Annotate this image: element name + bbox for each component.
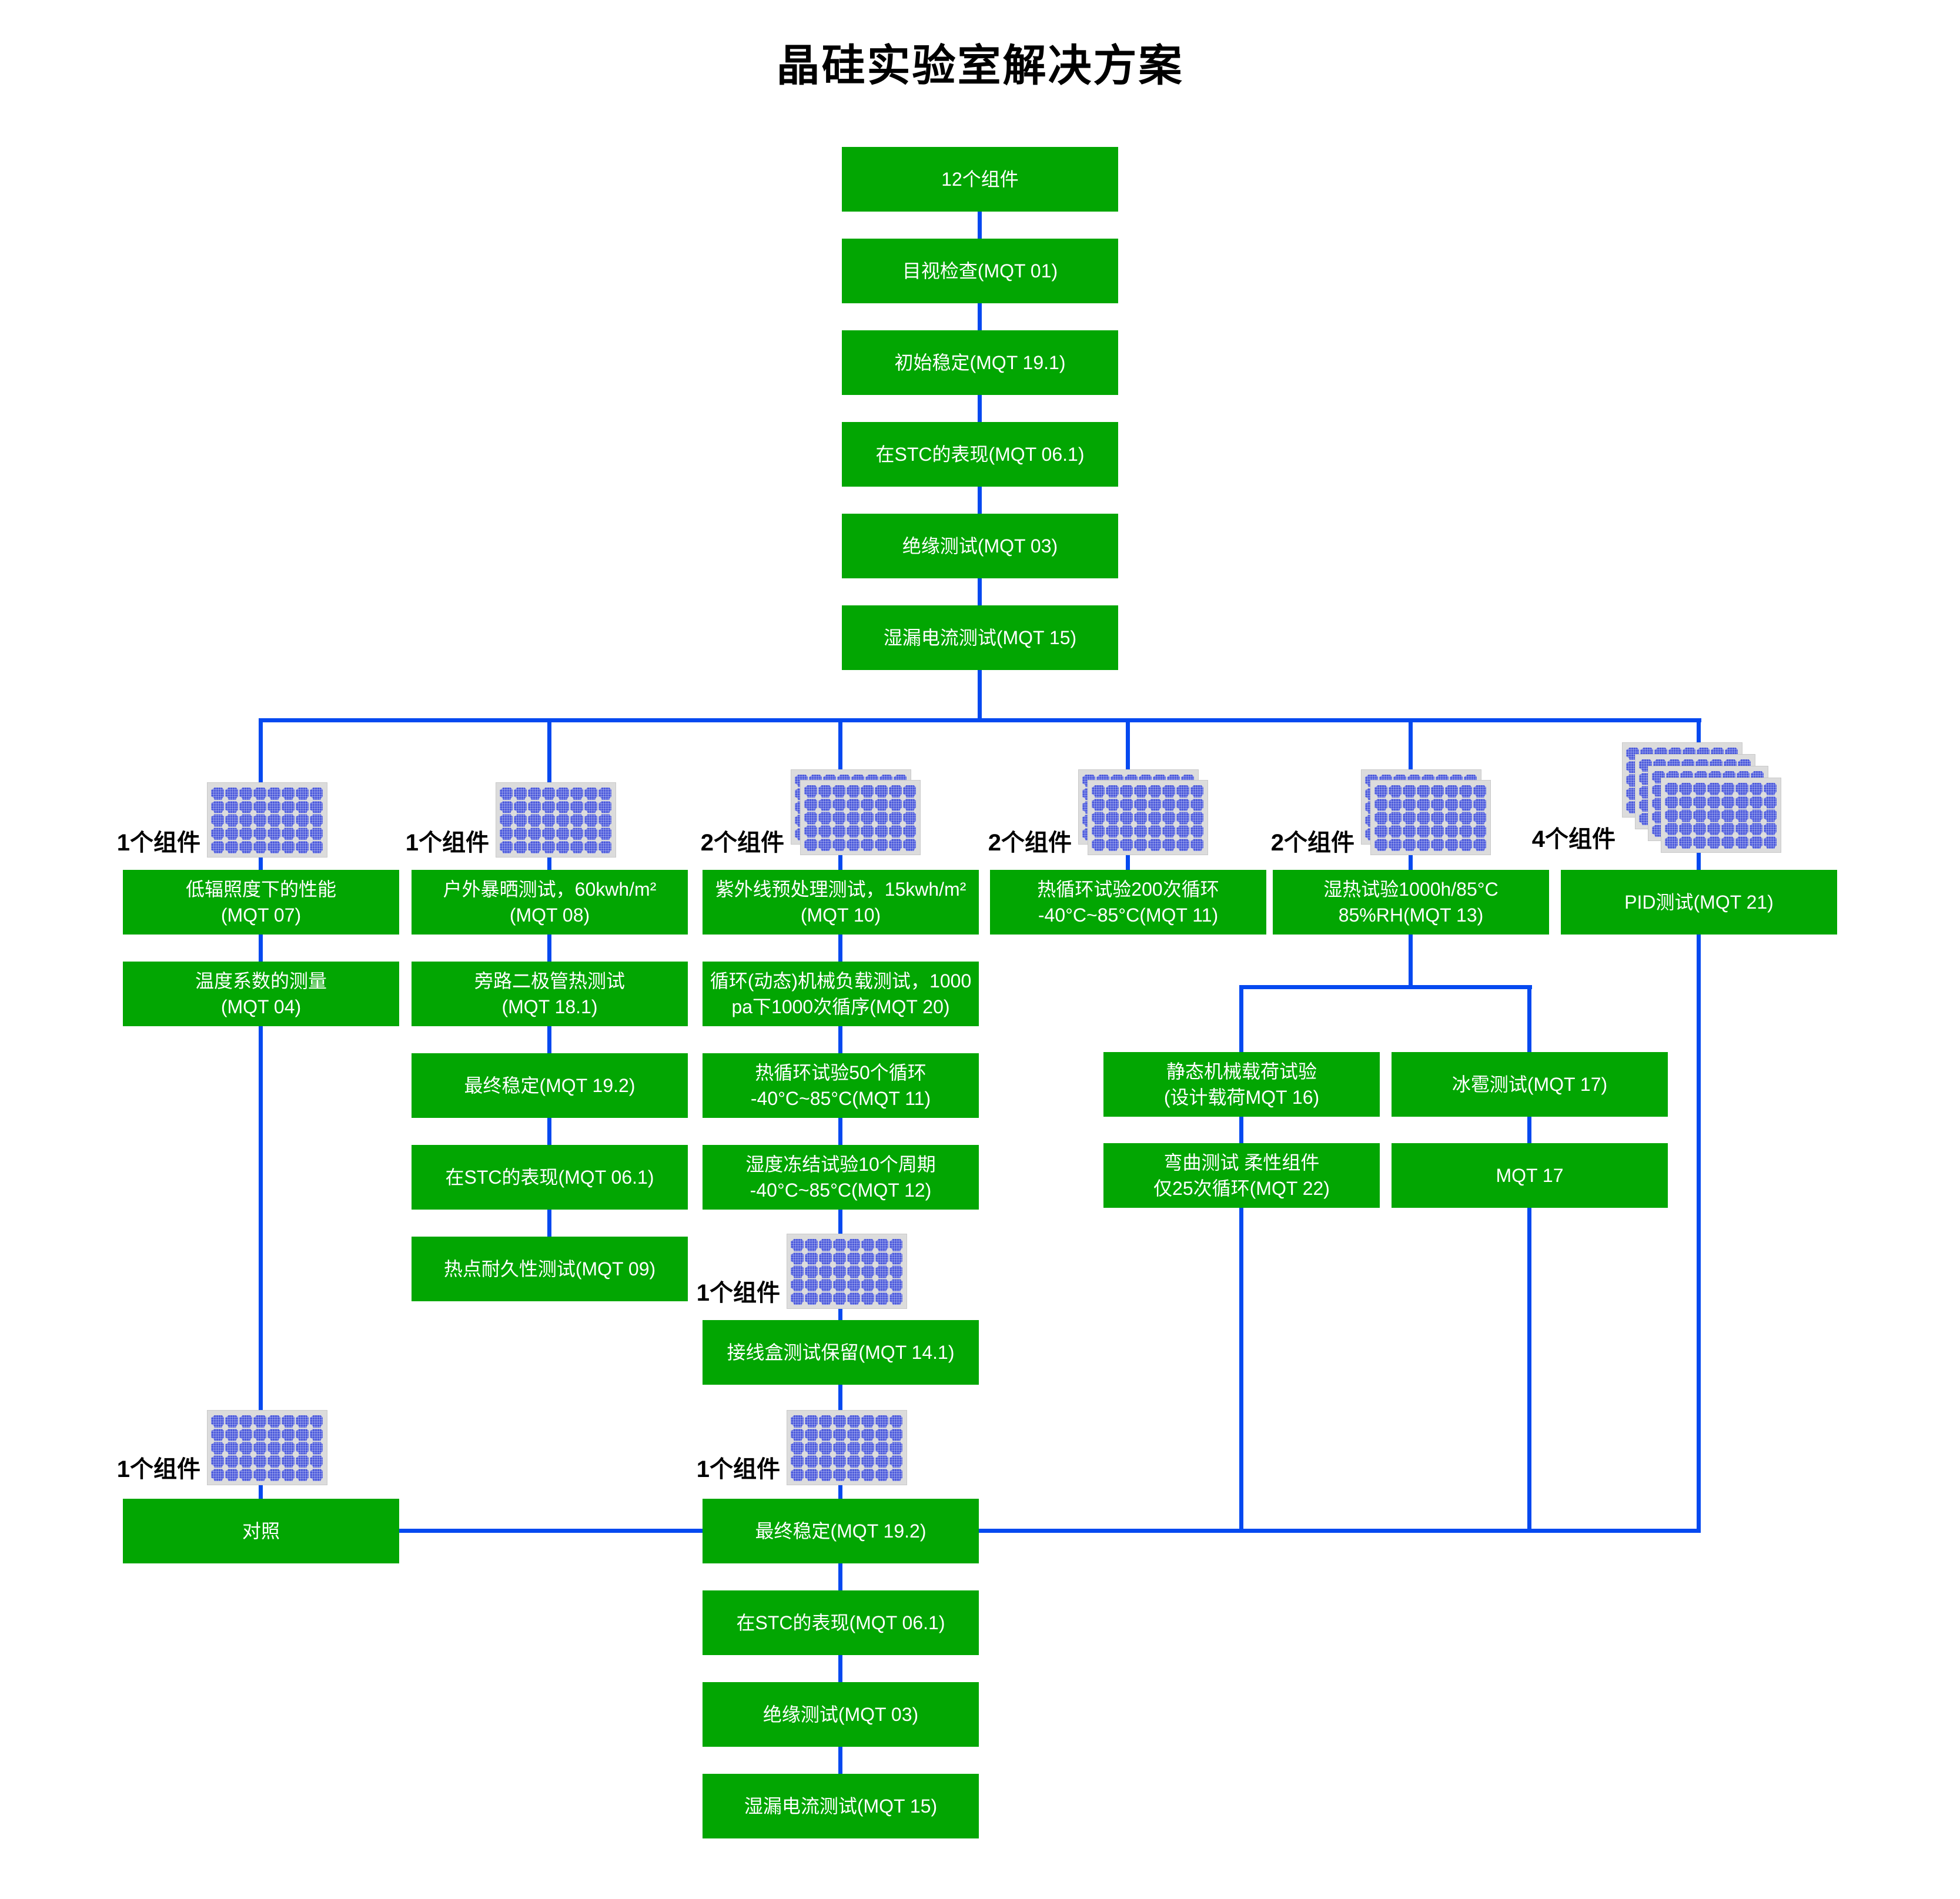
node-humidity-freeze-test: 湿度冻结试验10个周期 -40°C~85°C(MQT 12) [703, 1145, 979, 1210]
node-label: 紫外线预处理测试，15kwh/m² (MQT 10) [715, 879, 966, 926]
solar-panel-icon [801, 781, 920, 855]
node-stc-performance-col3: 在STC的表现(MQT 06.1) [703, 1590, 979, 1655]
node-label: 热循环试验50个循环 -40°C~85°C(MQT 11) [750, 1062, 931, 1109]
node-insulation-test-top: 绝缘测试(MQT 03) [842, 514, 1118, 578]
solar-panel-icon [787, 1234, 907, 1308]
node-label: 温度系数的测量 (MQT 04) [195, 970, 327, 1017]
node-label: 接线盒测试保留(MQT 14.1) [727, 1342, 955, 1363]
node-initial-stabilization: 初始稳定(MQT 19.1) [842, 330, 1118, 395]
node-label: 湿度冻结试验10个周期 -40°C~85°C(MQT 12) [745, 1154, 936, 1201]
module-count-label: 1个组件 [696, 1280, 780, 1306]
node-hot-spot-endurance-test: 热点耐久性测试(MQT 09) [412, 1237, 688, 1301]
node-wet-leakage-test-col3: 湿漏电流测试(MQT 15) [703, 1774, 979, 1838]
node-wet-leakage-test-top: 湿漏电流测试(MQT 15) [842, 605, 1118, 670]
solar-panel-icon [787, 1411, 907, 1485]
module-count-label: 2个组件 [1270, 830, 1354, 856]
module-count-label: 2个组件 [700, 830, 784, 856]
node-label: 旁路二极管热测试 (MQT 18.1) [474, 970, 625, 1017]
node-stc-performance-top: 在STC的表现(MQT 06.1) [842, 422, 1118, 487]
node-label: 热循环试验200次循环 -40°C~85°C(MQT 11) [1037, 879, 1219, 926]
solar-panel-icon [208, 1411, 327, 1485]
connector-subbranch-horizontal [1239, 985, 1532, 989]
module-count-label: 1个组件 [116, 1456, 200, 1482]
node-label: 目视检查(MQT 01) [902, 260, 1058, 282]
node-thermal-cycling-200: 热循环试验200次循环 -40°C~85°C(MQT 11) [990, 870, 1266, 935]
connector-final-to-right-horizontal [941, 1529, 1701, 1533]
node-label: 户外暴晒测试，60kwh/m² (MQT 08) [443, 879, 657, 926]
solar-panel-icon [208, 783, 327, 857]
connector-subbranch-left-vertical [1239, 985, 1243, 1533]
node-label: 低辐照度下的性能 (MQT 07) [185, 879, 336, 926]
node-final-stabilization-col2: 最终稳定(MQT 19.2) [412, 1053, 688, 1118]
module-count-label: 1个组件 [405, 830, 489, 856]
node-label: 初始稳定(MQT 19.1) [894, 352, 1066, 373]
solar-panel-icon [1371, 781, 1490, 855]
node-visual-inspection: 目视检查(MQT 01) [842, 239, 1118, 303]
node-thermal-cycling-50: 热循环试验50个循环 -40°C~85°C(MQT 11) [703, 1053, 979, 1118]
node-mqt17: MQT 17 [1392, 1143, 1668, 1208]
node-label: 湿热试验1000h/85°C 85%RH(MQT 13) [1323, 879, 1499, 926]
node-label: 冰雹测试(MQT 17) [1451, 1074, 1608, 1095]
node-junction-box-retention-test: 接线盒测试保留(MQT 14.1) [703, 1320, 979, 1385]
node-label: 湿漏电流测试(MQT 15) [744, 1796, 938, 1817]
node-low-irradiance-performance: 低辐照度下的性能 (MQT 07) [123, 870, 399, 935]
solar-panel-icon [1088, 781, 1208, 855]
node-bend-test-flexible: 弯曲测试 柔性组件 仅25次循环(MQT 22) [1103, 1143, 1380, 1208]
connector-control-to-final-horizontal [364, 1529, 741, 1533]
node-label: 在STC的表现(MQT 06.1) [445, 1167, 654, 1188]
node-outdoor-exposure-test: 户外暴晒测试，60kwh/m² (MQT 08) [412, 870, 688, 935]
node-hail-test: 冰雹测试(MQT 17) [1392, 1052, 1668, 1117]
node-bypass-diode-thermal-test: 旁路二极管热测试 (MQT 18.1) [412, 962, 688, 1026]
connector-subbranch-right-vertical [1527, 985, 1531, 1533]
node-label: 绝缘测试(MQT 03) [762, 1704, 919, 1725]
node-label: 最终稳定(MQT 19.2) [755, 1520, 927, 1542]
node-insulation-test-col3: 绝缘测试(MQT 03) [703, 1682, 979, 1747]
node-12-modules: 12个组件 [842, 147, 1118, 212]
node-label: 热点耐久性测试(MQT 09) [443, 1258, 656, 1280]
node-label: 湿漏电流测试(MQT 15) [883, 627, 1077, 648]
node-damp-heat-test: 湿热试验1000h/85°C 85%RH(MQT 13) [1273, 870, 1549, 935]
node-temperature-coefficient: 温度系数的测量 (MQT 04) [123, 962, 399, 1026]
node-control-sample: 对照 [123, 1499, 399, 1563]
module-count-label: 1个组件 [116, 830, 200, 856]
node-label: MQT 17 [1496, 1165, 1564, 1186]
node-label: PID测试(MQT 21) [1624, 892, 1774, 913]
node-label: 最终稳定(MQT 19.2) [464, 1075, 636, 1096]
connector-distribution-horizontal [259, 718, 1701, 722]
connector-col6-vertical [1697, 718, 1701, 1533]
node-label: 弯曲测试 柔性组件 仅25次循环(MQT 22) [1153, 1152, 1330, 1199]
module-count-label: 1个组件 [696, 1456, 780, 1482]
node-static-mechanical-load-test: 静态机械载荷试验 (设计载荷MQT 16) [1103, 1052, 1380, 1117]
node-label: 在STC的表现(MQT 06.1) [736, 1612, 945, 1633]
node-cyclic-mechanical-load-test: 循环(动态)机械负载测试，1000 pa下1000次循序(MQT 20) [703, 962, 979, 1026]
connector-col1-vertical [259, 718, 263, 1528]
node-uv-preconditioning-test: 紫外线预处理测试，15kwh/m² (MQT 10) [703, 870, 979, 935]
node-label: 绝缘测试(MQT 03) [902, 535, 1058, 557]
node-stc-performance-col2: 在STC的表现(MQT 06.1) [412, 1145, 688, 1210]
node-final-stabilization-col3: 最终稳定(MQT 19.2) [703, 1499, 979, 1563]
solar-panel-icon [1661, 778, 1781, 852]
node-pid-test: PID测试(MQT 21) [1561, 870, 1837, 935]
node-label: 12个组件 [941, 169, 1019, 190]
page-title: 晶硅实验室解决方案 [776, 41, 1184, 90]
node-label: 对照 [242, 1520, 280, 1542]
node-label: 静态机械载荷试验 (设计载荷MQT 16) [1163, 1061, 1320, 1108]
node-label: 在STC的表现(MQT 06.1) [875, 444, 1085, 465]
node-label: 循环(动态)机械负载测试，1000 pa下1000次循序(MQT 20) [710, 970, 972, 1017]
module-count-label: 2个组件 [988, 830, 1072, 856]
solar-panel-icon [496, 783, 616, 857]
module-count-label: 4个组件 [1531, 826, 1616, 852]
